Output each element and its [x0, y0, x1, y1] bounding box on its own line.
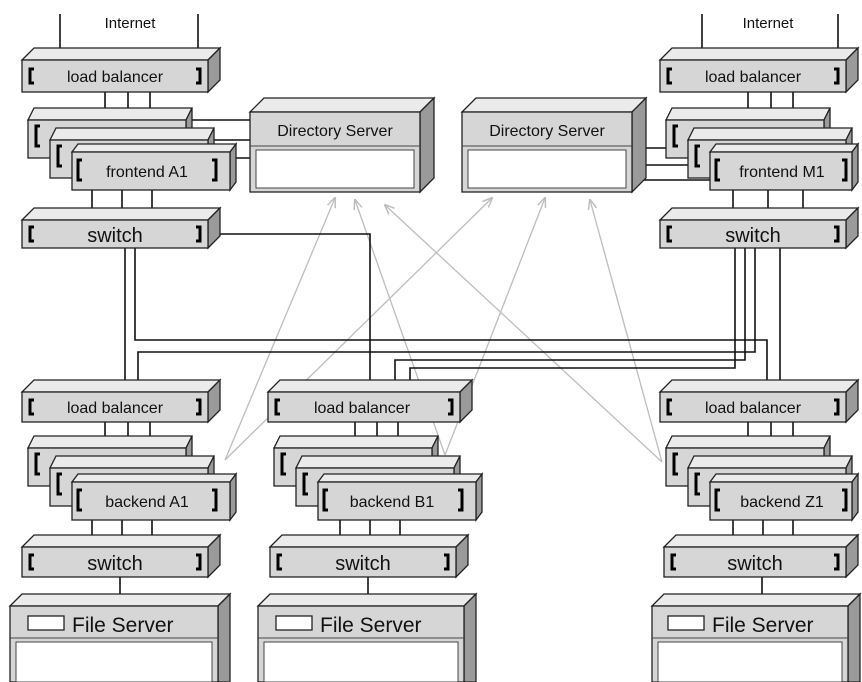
load-balancer-label: load balancer — [705, 69, 802, 86]
frontend-stack-right: frontend M1 — [664, 107, 860, 192]
load-balancer-label: load balancer — [67, 69, 164, 86]
file-server-label: File Server — [320, 614, 422, 637]
directory-server-right: Directory Server — [460, 96, 648, 194]
file-server-a: File Server — [8, 592, 232, 682]
switch-front-right: switch — [658, 206, 860, 250]
backend-stack-z: backend Z1 — [664, 435, 860, 522]
arrow-backend-a1-to-dir-left — [224, 198, 335, 461]
directory-server-label: Directory Server — [277, 123, 393, 140]
file-server-label: File Server — [72, 614, 174, 637]
load-balancer-back-a: load balancer — [20, 378, 222, 424]
load-balancer-label: load balancer — [67, 400, 164, 417]
switch-back-a: switch — [20, 533, 222, 579]
load-balancer-back-b: load balancer — [266, 378, 474, 424]
drive-icon — [27, 615, 65, 631]
switch-label: switch — [335, 553, 391, 575]
load-balancer-front-left: load balancer — [20, 46, 222, 94]
arrow-backend-z1-to-dir-left — [385, 205, 663, 463]
switch-label: switch — [727, 553, 783, 575]
frontend-label: frontend A1 — [106, 164, 188, 181]
file-server-z: File Server — [650, 592, 862, 682]
file-server-b: File Server — [256, 592, 478, 682]
backend-label: backend Z1 — [740, 494, 824, 511]
backend-label: backend A1 — [105, 494, 189, 511]
backend-stack-b: backend B1 — [272, 435, 484, 522]
internet-label-right: Internet — [743, 15, 795, 32]
load-balancer-front-right: load balancer — [658, 46, 860, 94]
frontend-label: frontend M1 — [739, 164, 824, 181]
switch-label: switch — [87, 553, 143, 575]
file-server-label: File Server — [712, 614, 814, 637]
switch-back-b: switch — [268, 533, 470, 579]
backend-label: backend B1 — [350, 494, 435, 511]
load-balancer-label: load balancer — [314, 400, 411, 417]
switch-label: switch — [87, 225, 143, 247]
internet-label-left: Internet — [105, 15, 157, 32]
directory-server-left: Directory Server — [248, 96, 436, 194]
arrow-backend-z1-to-dir-right — [590, 200, 663, 463]
frontend-stack-left: frontend A1 — [26, 107, 238, 192]
switch-label: switch — [725, 225, 781, 247]
backend-stack-a: backend A1 — [26, 435, 238, 522]
load-balancer-label: load balancer — [705, 400, 802, 417]
switch-front-left: switch — [20, 206, 222, 250]
load-balancer-back-z: load balancer — [658, 378, 860, 424]
drive-icon — [667, 615, 705, 631]
directory-server-label: Directory Server — [489, 123, 605, 140]
switch-back-z: switch — [662, 533, 860, 579]
drive-icon — [275, 615, 313, 631]
